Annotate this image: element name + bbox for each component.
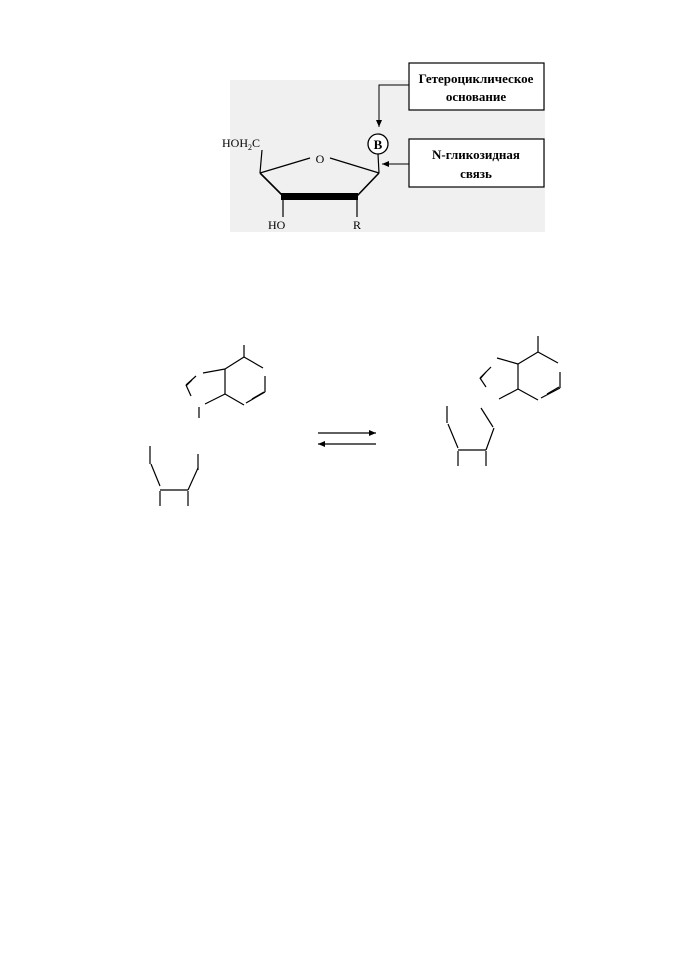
ring-bond-c2-c1 bbox=[356, 172, 380, 197]
ring-bold-bond-c3-c2 bbox=[281, 193, 358, 200]
bond-c1-base bbox=[377, 153, 380, 174]
n-glycosidic-bond-box: N-гликозидная связь bbox=[408, 138, 545, 188]
heterocyclic-base-box: Гетероциклическое основание bbox=[408, 62, 545, 111]
ring-oxygen: O bbox=[316, 152, 325, 166]
ring-bond-c4-o bbox=[259, 157, 311, 174]
heterocyclic-base-label-line1: Гетероциклическое bbox=[419, 71, 534, 86]
right-purine-base bbox=[479, 336, 561, 401]
n-glycosidic-bond-label-line2: связь bbox=[460, 166, 492, 181]
base-symbol: B bbox=[374, 137, 383, 152]
hoh2c-label: HOH2C bbox=[222, 136, 260, 152]
conformation-figure bbox=[149, 336, 561, 506]
ring-bond-c4-c3 bbox=[259, 172, 284, 197]
left-purine-base bbox=[185, 345, 266, 418]
n-glycosidic-bond-label-line1: N-гликозидная bbox=[432, 147, 520, 162]
left-sugar-ring bbox=[149, 446, 199, 506]
heterocyclic-base-label-line2: основание bbox=[446, 89, 506, 104]
bond-c4-ch2 bbox=[259, 149, 263, 174]
right-sugar-ring bbox=[446, 406, 495, 466]
ho-label: HO bbox=[268, 218, 286, 232]
ring-bond-o-c1 bbox=[329, 157, 380, 174]
base-pointer-arrow bbox=[376, 84, 409, 127]
nucleoside-figure: Гетероциклическое основание N-гликозидна… bbox=[222, 62, 545, 232]
r-label: R bbox=[353, 218, 361, 232]
